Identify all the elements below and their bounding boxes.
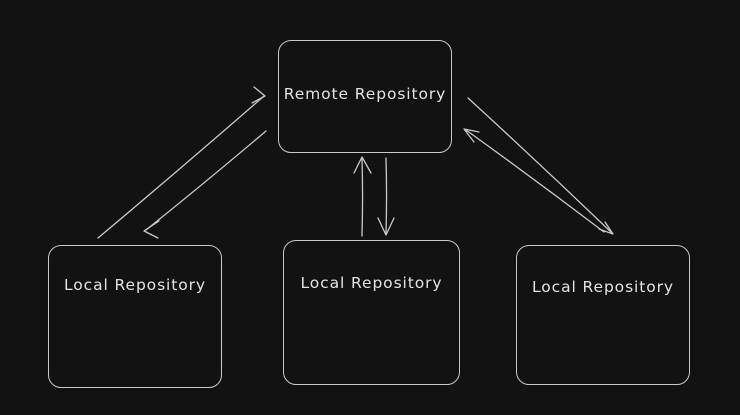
node-remote-repository-label: Remote Repository: [283, 85, 447, 103]
node-local-repository-right[interactable]: Local Repository: [516, 245, 690, 385]
node-local-repository-left[interactable]: Local Repository: [48, 245, 222, 388]
edge-left-pull: [145, 130, 267, 231]
node-remote-repository[interactable]: Remote Repository: [278, 40, 452, 153]
arrowhead-left-pull: [143, 220, 160, 239]
node-local-repository-left-label: Local Repository: [64, 276, 206, 294]
edge-center-pull: [385, 157, 388, 235]
edge-right-push: [465, 129, 605, 233]
arrowhead-right-pull: [598, 221, 614, 235]
arrowhead-center-push: [353, 156, 372, 174]
edge-left-push: [97, 95, 265, 239]
edge-right-pull: [467, 97, 613, 234]
arrowhead-center-pull: [377, 217, 395, 236]
edge-center-push: [361, 157, 364, 237]
node-local-repository-center-label: Local Repository: [300, 274, 443, 292]
node-local-repository-right-label: Local Repository: [532, 278, 674, 296]
arrowhead-right-push: [463, 128, 480, 143]
node-local-repository-center[interactable]: Local Repository: [283, 240, 460, 385]
arrowhead-left-push: [251, 86, 266, 104]
